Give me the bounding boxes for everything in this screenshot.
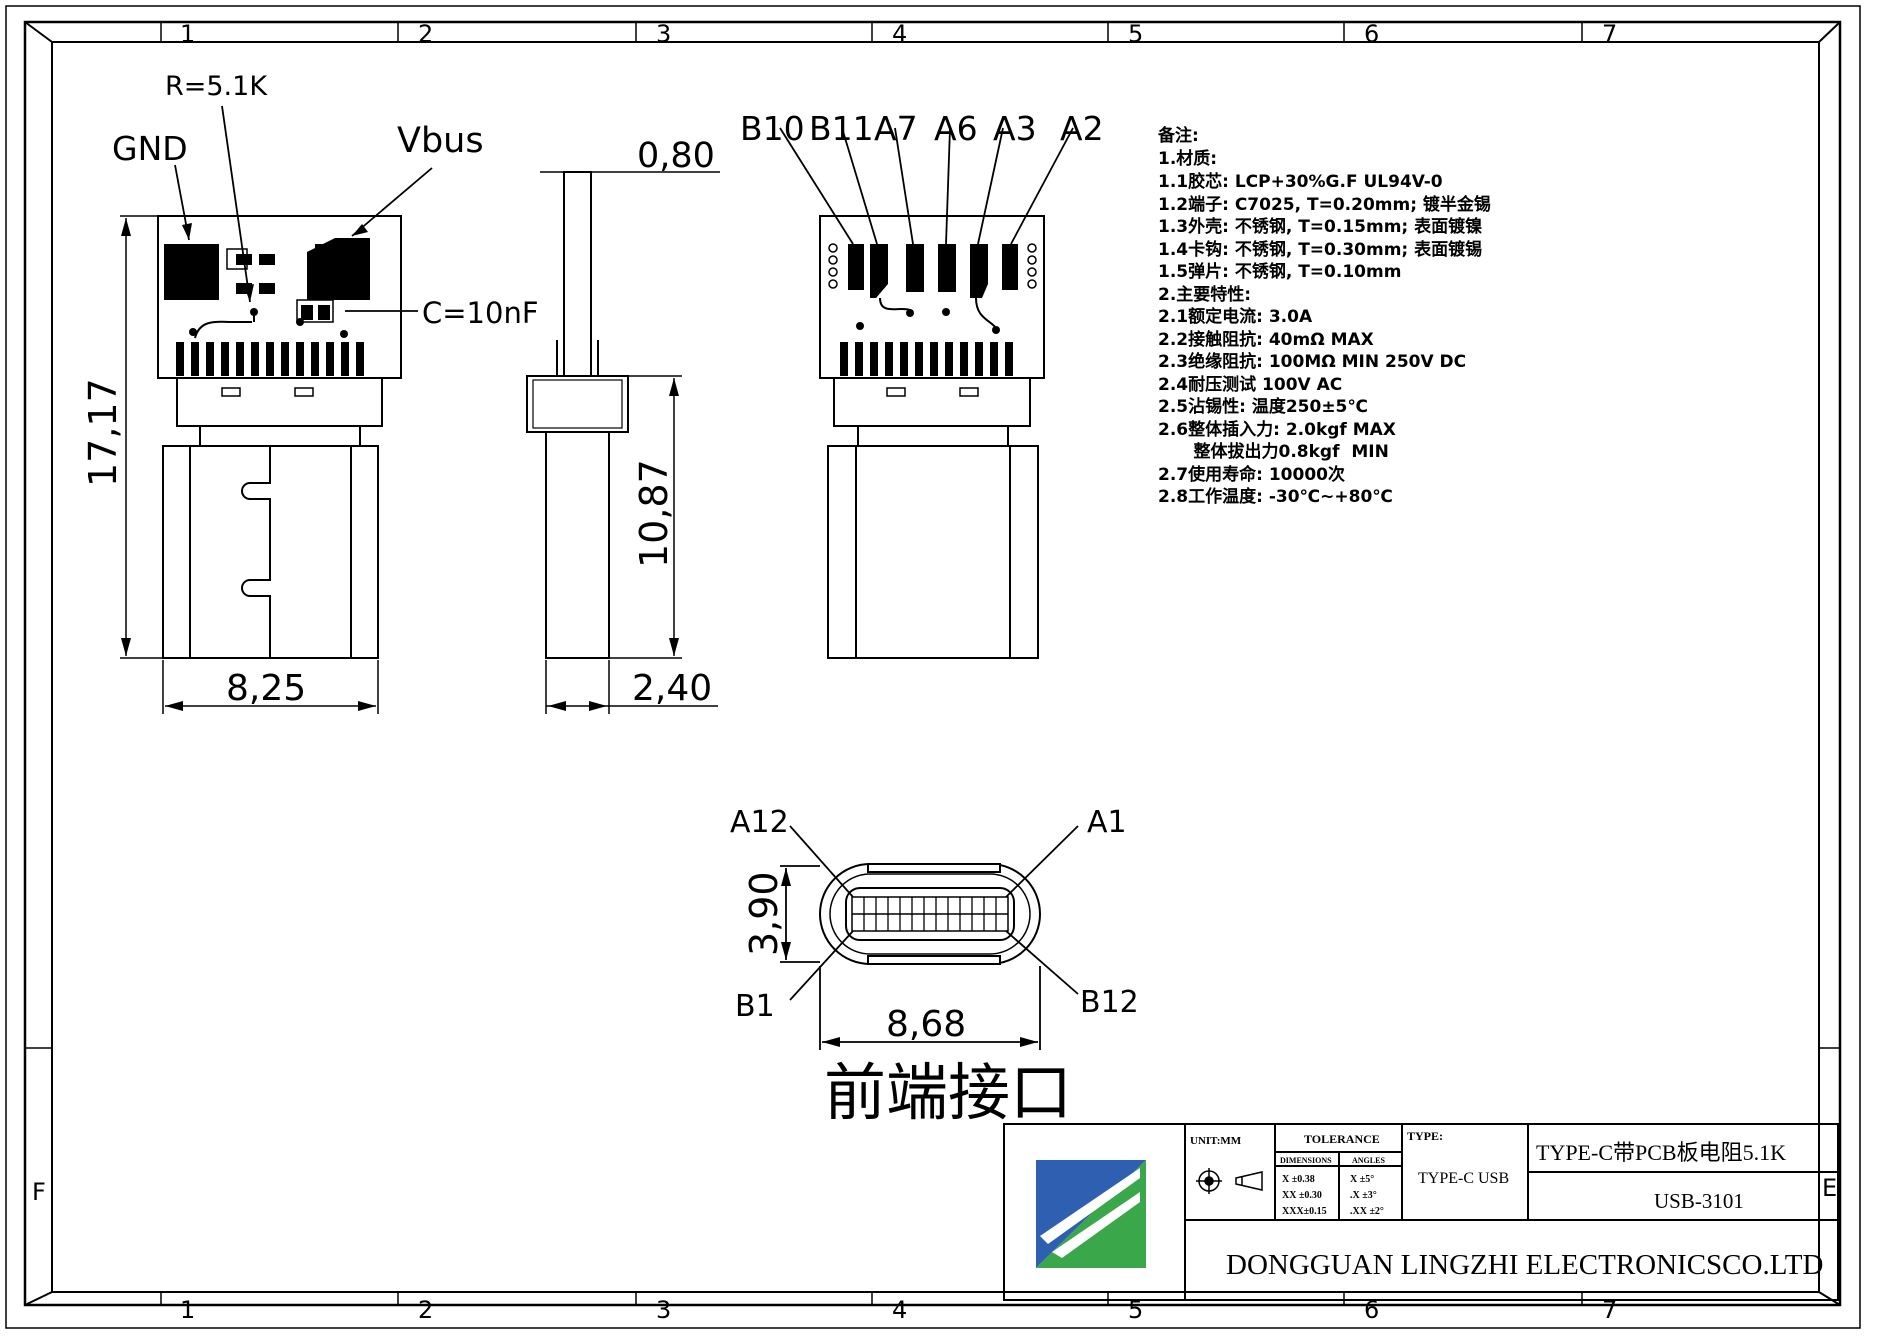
note-line: 2.3绝缘阻抗: 100MΩ MIN 250V DC [1158, 351, 1466, 372]
zone-label: 2 [418, 20, 433, 48]
front-interface-view [780, 825, 1079, 1050]
zone-labels-top: 1 2 3 4 5 6 7 [180, 20, 1617, 48]
type-label: TYPE: [1407, 1129, 1443, 1143]
title-block-text: UNIT:MM TOLERANCE DIMENSIONS ANGLES X ±0… [1190, 1129, 1823, 1281]
note-line: 2.2接触阻抗: 40mΩ MAX [1158, 329, 1374, 350]
zone-label: 3 [656, 1296, 671, 1324]
resistor-label: R=5.1K [165, 71, 268, 102]
tol-dim-value: XX ±0.30 [1282, 1190, 1322, 1201]
dim-height-label: 17,17 [81, 378, 125, 487]
pin-label: B10 [740, 109, 805, 148]
tolerance-label: TOLERANCE [1304, 1132, 1380, 1146]
company-name: DONGGUAN LINGZHI ELECTRONICSCO.LTD [1226, 1249, 1823, 1281]
pin-label: A6 [934, 109, 978, 148]
note-line: 整体拔出力0.8kgf MIN [1158, 441, 1389, 462]
gnd-label: GND [112, 129, 188, 168]
note-line: 2.6整体插入力: 2.0kgf MAX [1158, 419, 1396, 440]
projection-symbol [1196, 1168, 1263, 1194]
note-line: 2.1额定电流: 3.0A [1158, 306, 1313, 327]
tol-angle-value: .X ±3° [1350, 1190, 1377, 1201]
pin-labels: B10 B11 A7 A6 A3 A2 [740, 109, 1104, 148]
zone-label: 1 [180, 20, 195, 48]
row-label-right: E [1822, 1174, 1837, 1202]
zone-label: 7 [1602, 1296, 1617, 1324]
pin-a12-label: A12 [730, 805, 789, 840]
company-logo [1036, 1160, 1146, 1268]
type-value: TYPE-C USB [1418, 1170, 1509, 1187]
zone-label: 3 [656, 20, 671, 48]
pin-a1-label: A1 [1087, 805, 1127, 840]
view-caption: 前端接口 [824, 1060, 1072, 1128]
pin-b12-label: B12 [1080, 985, 1139, 1020]
zone-label: 2 [418, 1296, 433, 1324]
dim-body-label: 2,40 [632, 668, 712, 709]
tol-dim-value: X ±0.38 [1282, 1174, 1315, 1185]
zone-label: 4 [892, 20, 907, 48]
pcb-top-view [120, 105, 433, 714]
zone-label: 5 [1128, 1296, 1143, 1324]
pin-label: B11 [809, 109, 874, 148]
unit-label: UNIT:MM [1190, 1135, 1242, 1147]
technical-notes: 备注: 1.材质: 1.1胶芯: LCP+30%G.F UL94V-0 1.2端… [1157, 125, 1491, 507]
zone-label: 4 [892, 1296, 907, 1324]
vbus-label: Vbus [397, 121, 484, 161]
note-line: 2.4耐压测试 100V AC [1158, 374, 1342, 395]
pin-b1-label: B1 [735, 989, 775, 1024]
angles-head: ANGLES [1352, 1156, 1385, 1165]
note-line: 2.5沾锡性: 温度250±5℃ [1158, 396, 1368, 417]
zone-label: 6 [1364, 20, 1379, 48]
tol-angle-value: .XX ±2° [1350, 1206, 1384, 1217]
side-view-labels: 0,80 10,87 2,40 [632, 136, 715, 709]
zone-label: 1 [180, 1296, 195, 1324]
note-line: 1.3外壳: 不锈钢, T=0.15mm; 表面镀镍 [1158, 216, 1482, 237]
note-line: 1.材质: [1158, 148, 1217, 169]
tol-angle-value: X ±5° [1350, 1174, 1374, 1185]
drawing-title: TYPE-C带PCB板电阻5.1K [1536, 1140, 1786, 1165]
note-line: 1.4卡钩: 不锈钢, T=0.30mm; 表面镀锡 [1158, 239, 1482, 260]
note-line: 1.2端子: C7025, T=0.20mm; 镀半金锡 [1158, 194, 1491, 215]
zone-label: 5 [1128, 20, 1143, 48]
zone-labels-bottom: 1 2 3 4 5 6 7 [180, 1296, 1617, 1324]
dim-width-label: 8,25 [226, 668, 306, 709]
pin-label: A2 [1060, 109, 1104, 148]
row-label-left: F [32, 1178, 46, 1206]
contact-view [779, 127, 1074, 659]
tol-dim-value: XXX±0.15 [1282, 1206, 1327, 1217]
capacitor-label: C=10nF [422, 296, 539, 330]
note-line: 1.5弹片: 不锈钢, T=0.10mm [1158, 261, 1401, 282]
dim-thickness-label: 0,80 [637, 136, 715, 176]
zone-label: 7 [1602, 20, 1617, 48]
note-line: 2.主要特性: [1158, 284, 1251, 305]
pcb-top-labels: R=5.1K GND Vbus C=10nF 17,17 8,25 [81, 71, 539, 709]
sheet-frame [5, 5, 1861, 1329]
dim-width-label: 8,68 [886, 1004, 966, 1045]
note-line: 1.1胶芯: LCP+30%G.F UL94V-0 [1158, 171, 1443, 192]
dimensions-head: DIMENSIONS [1280, 1156, 1332, 1165]
part-number: USB-3101 [1654, 1189, 1744, 1213]
pin-label: A3 [993, 109, 1037, 148]
notes-title: 备注: [1157, 125, 1199, 146]
front-interface-labels: A12 A1 B1 B12 3,90 8,68 前端接口 [730, 805, 1139, 1128]
zone-label: 6 [1364, 1296, 1379, 1324]
title-block [1003, 1123, 1839, 1301]
dim-height-label: 3,90 [742, 871, 786, 956]
note-line: 2.8工作温度: -30℃~+80℃ [1158, 486, 1393, 507]
note-line: 2.7使用寿命: 10000次 [1158, 464, 1345, 485]
pin-label: A7 [874, 109, 918, 148]
side-view [526, 171, 720, 714]
dim-length-label: 10,87 [632, 459, 676, 568]
